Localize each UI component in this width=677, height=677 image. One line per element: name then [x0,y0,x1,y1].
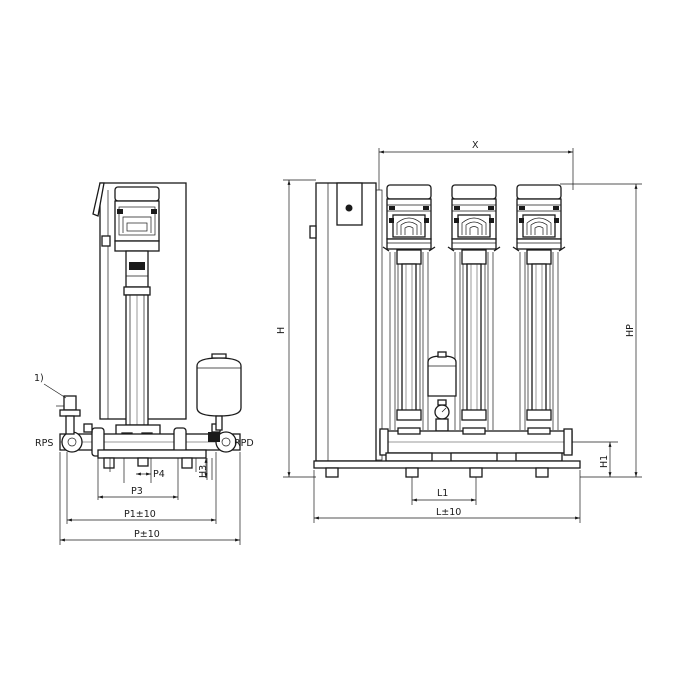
h3-label: H3 [198,465,209,478]
rps-label: RPS [35,438,53,449]
side-view [43,182,242,472]
h1-label: H1 [599,455,610,468]
front-view [309,182,581,478]
h-label: H [276,327,287,334]
p-label: P±10 [134,529,160,540]
rpd-label: RPD [234,438,254,449]
p3-label: P3 [131,486,143,497]
p4-label: P4 [153,469,165,480]
side-view-dimensions [59,452,241,545]
front-view-dimensions [283,148,642,523]
l-label: L±10 [436,507,461,518]
x-label: X [472,140,479,151]
dimension-labels: 1) RPS RPD H3 P4 P3 P1±10 P±10 X H HP H1… [34,140,636,540]
p1-label: P1±10 [124,509,156,520]
note-label: 1) [34,373,44,384]
hp-label: HP [625,324,636,337]
l1-label: L1 [437,488,448,499]
